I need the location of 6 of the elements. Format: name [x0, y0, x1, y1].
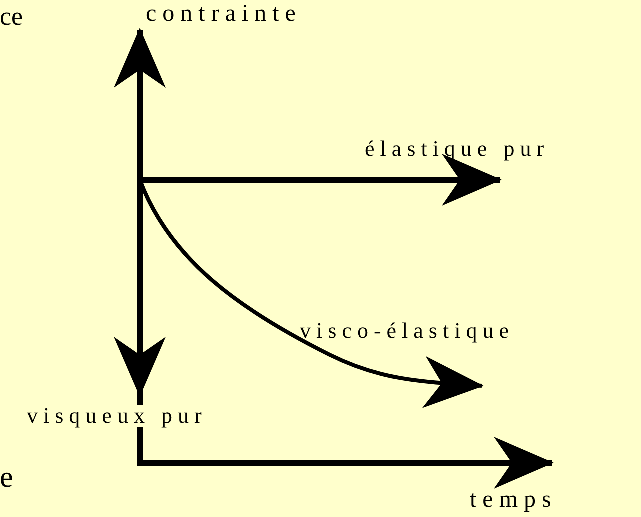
axis-label: temps — [470, 488, 558, 512]
axis-label: visco-élastique — [300, 320, 514, 342]
axis-label: ce — [0, 4, 24, 30]
axis-label: e — [0, 463, 14, 493]
axis-label: élastique pur — [365, 138, 550, 160]
axis-label: contrainte — [146, 2, 302, 26]
